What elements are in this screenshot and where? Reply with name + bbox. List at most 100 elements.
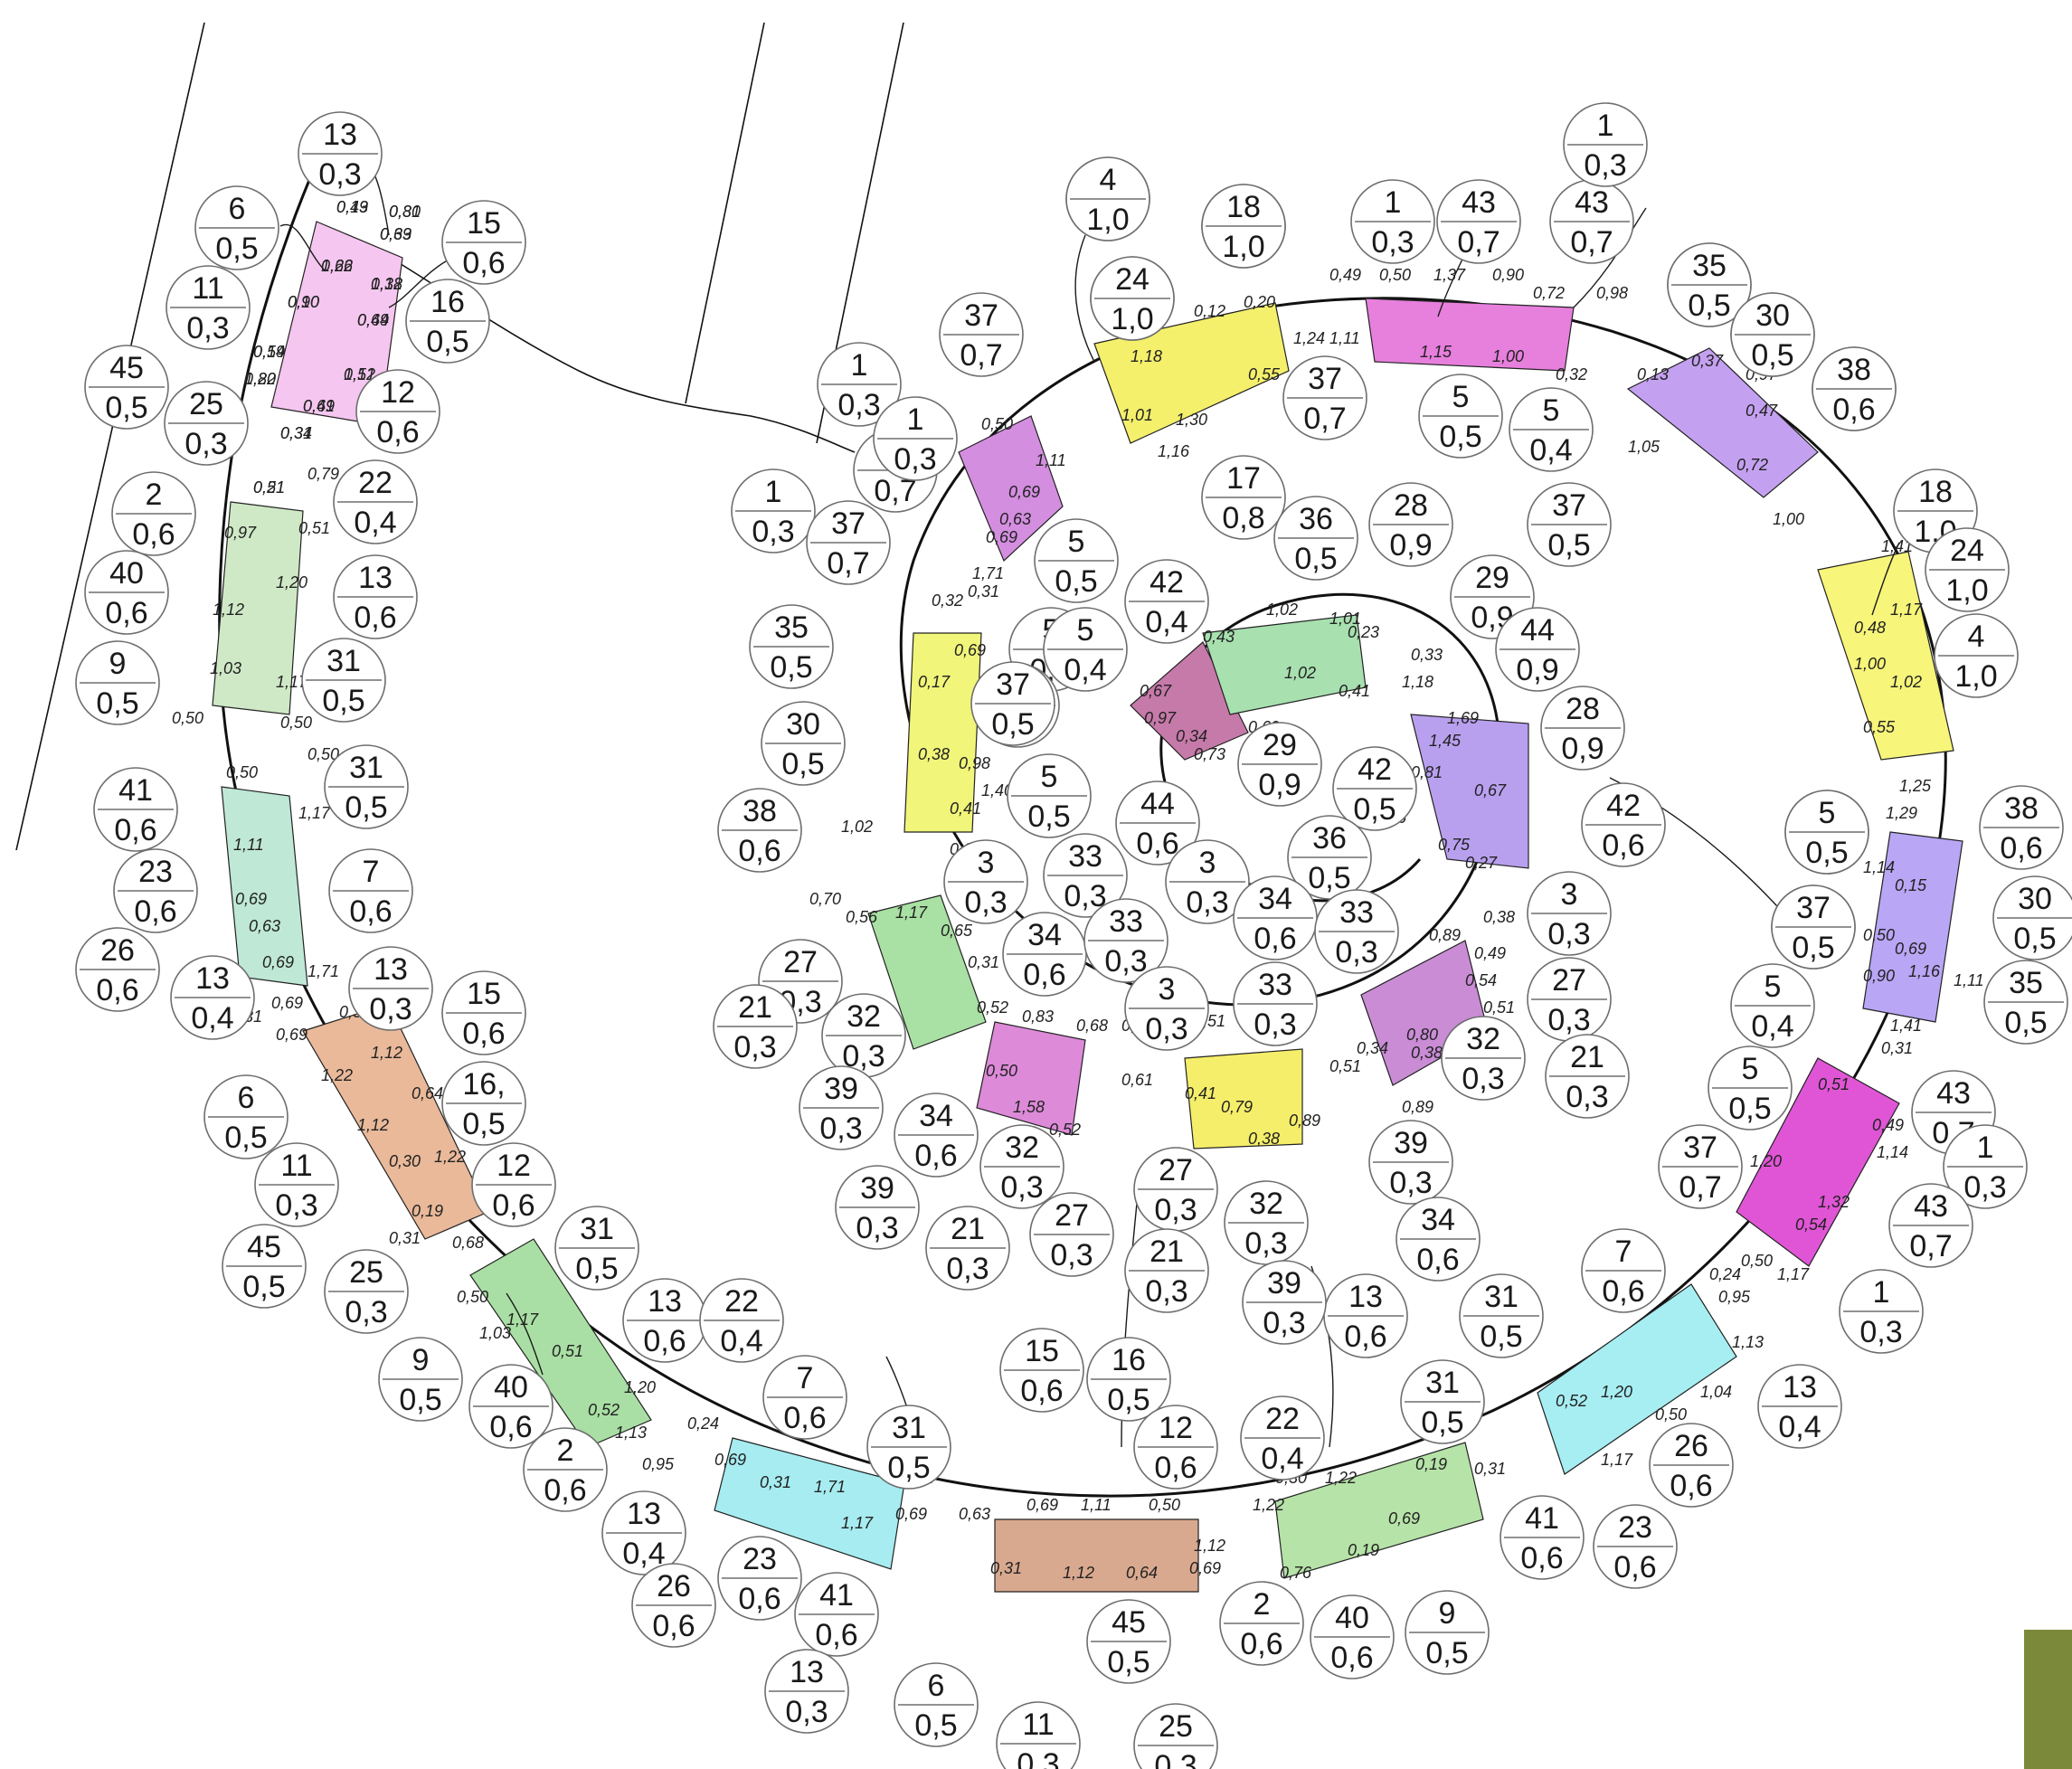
boundary-line [685, 22, 765, 404]
plant-quantity: 0,3 [1154, 1749, 1197, 1769]
dimension-label: 0,72 [1533, 284, 1565, 302]
plant-quantity: 0,3 [1050, 1238, 1093, 1272]
dimension-label: 0,19 [1348, 1541, 1379, 1559]
dimension-label: 1,37 [1433, 266, 1466, 284]
plant-quantity: 0,3 [819, 1112, 862, 1146]
dimension-label: 0,50 [1655, 1405, 1687, 1424]
plant-label: 370,5 [970, 661, 1055, 746]
dimension-label: 0,49 [1329, 266, 1361, 284]
dimension-label: 0,89 [1289, 1112, 1320, 1130]
plant-label: 310,5 [866, 1405, 951, 1490]
plant-quantity: 0,6 [1832, 393, 1875, 427]
plant-number: 21 [1150, 1235, 1184, 1269]
dimension-label: 0,61 [1121, 1071, 1153, 1089]
plant-quantity: 0,9 [1516, 653, 1558, 687]
dimension-label: 0,81 [1411, 763, 1443, 781]
plant-label: 50,5 [1007, 753, 1092, 838]
plant-number: 38 [743, 794, 777, 828]
plant-number: 38 [1837, 353, 1871, 387]
plant-label: 370,5 [1527, 482, 1612, 567]
dimension-label: 1,30 [1176, 411, 1207, 429]
dimension-label: 1,15 [1420, 343, 1452, 361]
plant-number: 44 [1140, 787, 1175, 821]
plant-label: 170,8 [1201, 455, 1286, 540]
plant-label: 340,6 [1396, 1197, 1481, 1282]
boundary-line [15, 22, 205, 851]
dimension-label: 0,50 [172, 709, 203, 727]
plant-label: 350,5 [1667, 242, 1752, 327]
plant-quantity: 0,5 [770, 650, 812, 685]
dimension-label: 0,51 [344, 365, 375, 383]
plant-quantity: 0,3 [733, 1030, 776, 1064]
plant-label: 440,6 [1115, 780, 1200, 866]
plant-quantity: 0,3 [1263, 1306, 1305, 1340]
leader-line [1074, 234, 1095, 363]
plant-label: 370,7 [1658, 1124, 1743, 1209]
plant-label: 30,3 [1165, 839, 1250, 924]
plant-quantity: 0,3 [1154, 1193, 1197, 1227]
dimension-label: 1,17 [276, 673, 308, 691]
plant-label: 310,5 [301, 638, 386, 723]
plant-label: 450,5 [84, 345, 169, 430]
dimension-label: 1,22 [434, 1148, 466, 1166]
dimension-label: 0,80 [1406, 1026, 1438, 1044]
plant-quantity: 0,3 [1566, 1080, 1608, 1114]
bed-segment [958, 415, 1064, 563]
plant-label: 370,7 [1282, 355, 1367, 440]
plant-quantity: 0,4 [191, 1001, 233, 1036]
dimension-label: 0,51 [1483, 998, 1515, 1017]
plant-label: 220,4 [1240, 1395, 1325, 1480]
dimension-label: 0,34 [280, 424, 312, 442]
bed-segment [1537, 1283, 1737, 1475]
plant-label: 50,5 [1708, 1045, 1793, 1130]
plant-label-circle [1133, 1703, 1218, 1769]
dimension-label: 0,69 [954, 641, 986, 659]
plant-number: 41 [1525, 1501, 1559, 1536]
plant-number: 5 [1452, 380, 1470, 414]
plant-quantity: 0,4 [1778, 1410, 1821, 1444]
plant-number: 6 [238, 1081, 255, 1115]
plant-quantity: 0,6 [96, 973, 138, 1007]
plant-label: 440,9 [1495, 607, 1580, 692]
plant-label: 20,6 [1219, 1581, 1304, 1666]
plant-number: 1 [1385, 185, 1402, 220]
plant-label: 390,3 [799, 1065, 884, 1150]
dimension-label: 0,69 [986, 528, 1017, 546]
dimension-label: 1,03 [210, 659, 241, 677]
dimension-label: 0,34 [1357, 1039, 1388, 1057]
dimension-label: 0,48 [1854, 619, 1886, 637]
dimension-label: 0,69 [262, 953, 294, 971]
plant-label: 310,5 [1459, 1273, 1544, 1358]
plant-number: 31 [326, 644, 361, 678]
dimension-label: 0,20 [1244, 293, 1275, 311]
plant-label: 30,3 [1124, 966, 1209, 1051]
plant-label: 260,6 [631, 1563, 716, 1648]
plant-quantity: 0,3 [964, 885, 1007, 920]
plant-label: 60,5 [203, 1074, 289, 1159]
plant-label: 210,3 [713, 984, 798, 1069]
dimension-label: 0,30 [389, 1152, 421, 1170]
plant-label: 90,5 [1405, 1590, 1490, 1675]
plant-number: 1 [1597, 109, 1614, 143]
dimension-label: 1,41 [1881, 537, 1913, 555]
dimension-label: 0,50 [280, 714, 312, 732]
dimension-label: 0,69 [1388, 1509, 1420, 1528]
plant-label: 230,6 [1593, 1504, 1678, 1589]
plant-number: 6 [928, 1669, 945, 1703]
dimension-label: 0,89 [1429, 926, 1461, 944]
dimension-label: 0,38 [1248, 1130, 1280, 1148]
plant-label: 330,3 [1233, 961, 1318, 1046]
plant-number: 13 [323, 118, 357, 152]
plant-number: 2 [1254, 1587, 1271, 1622]
dimension-label: 0,80 [244, 370, 276, 388]
plant-quantity: 0,6 [2000, 831, 2042, 866]
plant-number: 37 [1796, 891, 1831, 925]
plant-label: 110,3 [166, 265, 251, 350]
plant-label: 130,3 [348, 946, 433, 1031]
plant-label: 130,3 [298, 111, 383, 196]
plant-number: 11 [280, 1149, 312, 1183]
plant-quantity: 0,9 [1561, 732, 1604, 766]
dimension-label: 0,66 [321, 257, 354, 275]
plant-label: 400,6 [1310, 1594, 1395, 1679]
dimension-label: 0,69 [1895, 940, 1926, 958]
